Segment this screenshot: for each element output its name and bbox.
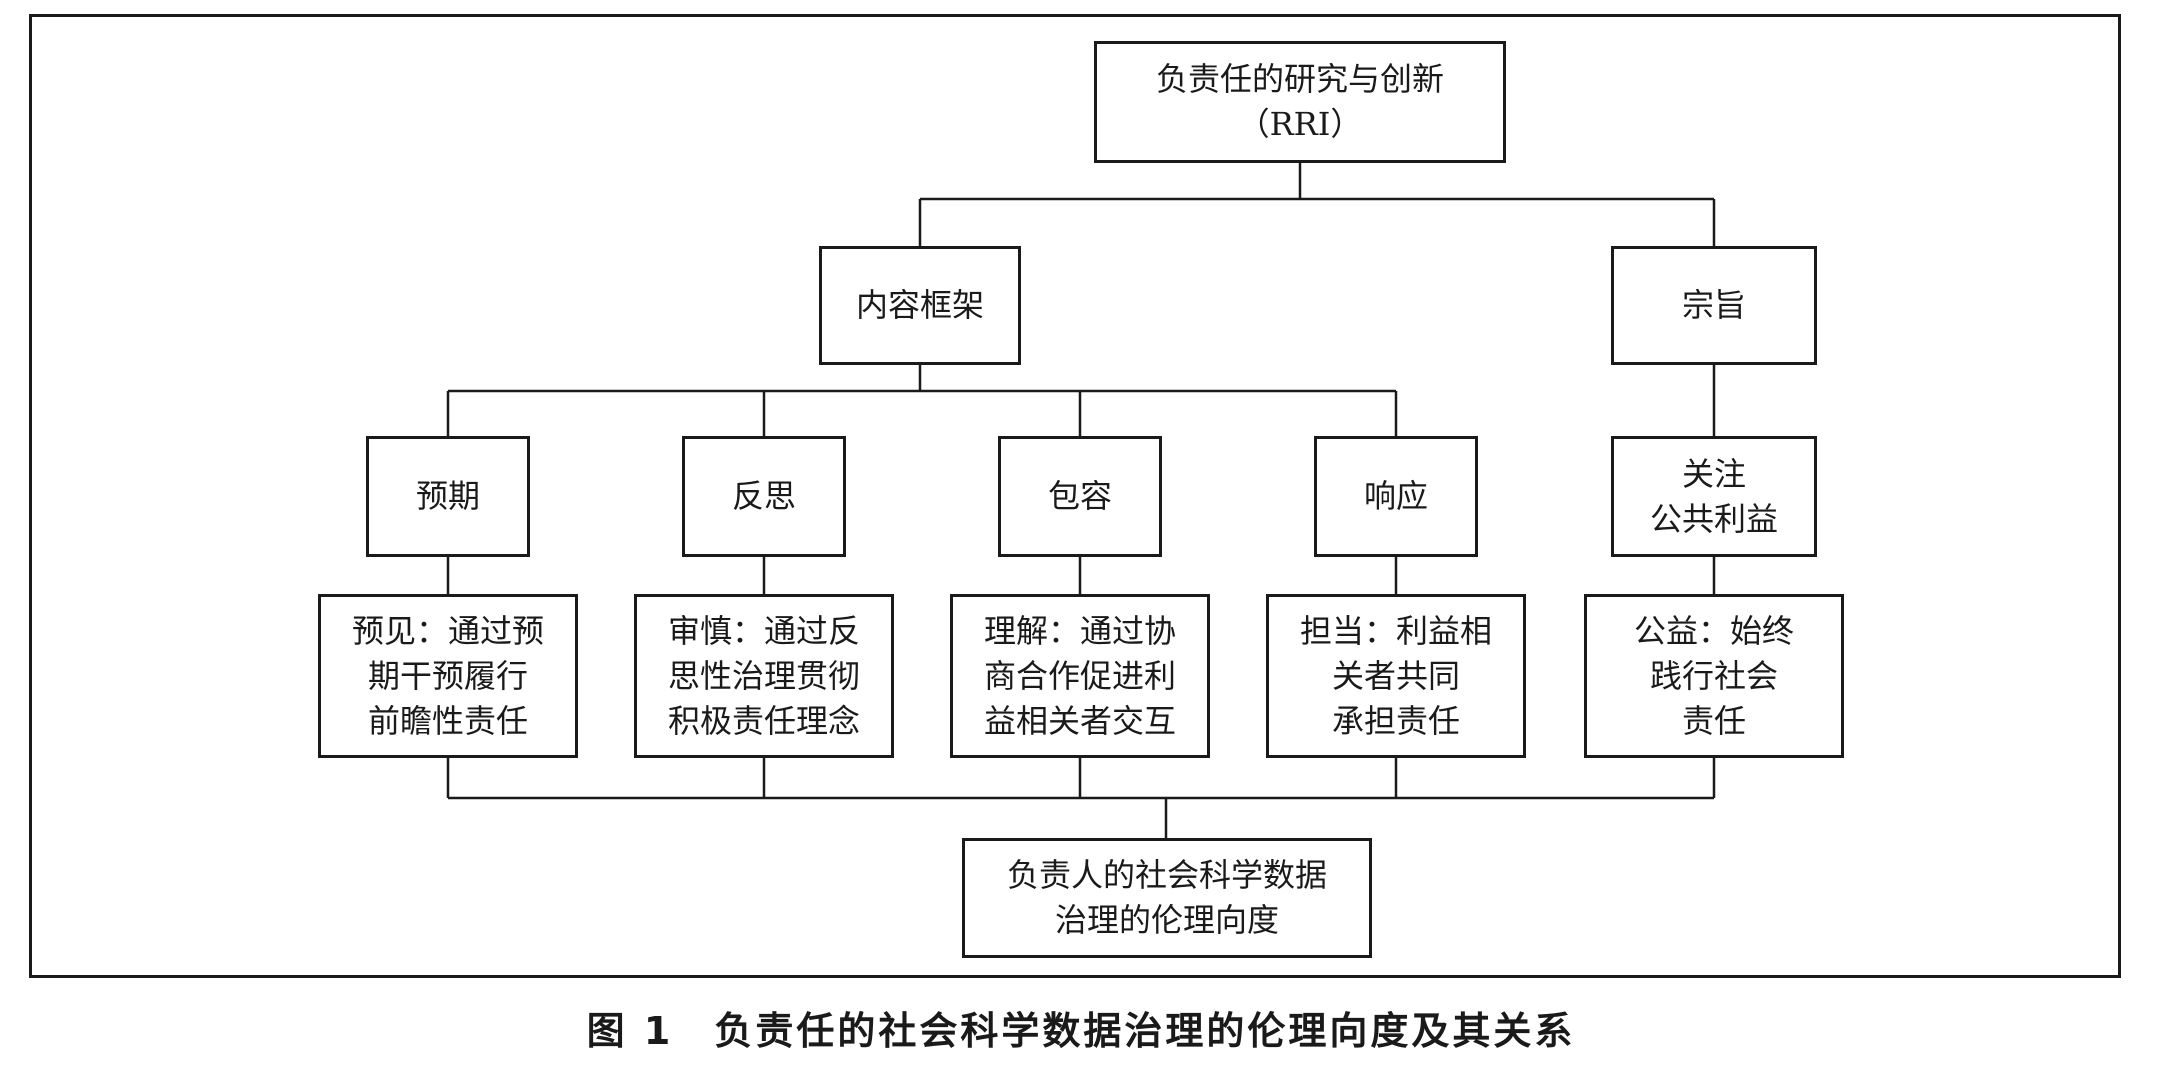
detail-public-good-box: 公益：始终 践行社会 责任 [1584,594,1844,758]
dimension-anticipation-box: 预期 [366,436,530,557]
rri-root-box: 负责任的研究与创新 （RRI） [1094,41,1506,163]
public-interest-box: 关注 公共利益 [1611,436,1817,557]
purpose-box: 宗旨 [1611,246,1817,365]
dimension-responsiveness-box: 响应 [1314,436,1478,557]
detail-prudence-box: 审慎：通过反 思性治理贯彻 积极责任理念 [634,594,894,758]
detail-responsibility-box: 担当：利益相 关者共同 承担责任 [1266,594,1526,758]
ethical-dimension-outcome-box: 负责人的社会科学数据 治理的伦理向度 [962,838,1372,958]
content-framework-box: 内容框架 [819,246,1021,365]
detail-foresight-box: 预见：通过预 期干预履行 前瞻性责任 [318,594,578,758]
figure-caption: 图 1 负责任的社会科学数据治理的伦理向度及其关系 [586,1009,1576,1053]
diagram-frame [29,14,2121,978]
dimension-inclusion-box: 包容 [998,436,1162,557]
detail-understanding-box: 理解：通过协 商合作促进利 益相关者交互 [950,594,1210,758]
dimension-reflection-box: 反思 [682,436,846,557]
